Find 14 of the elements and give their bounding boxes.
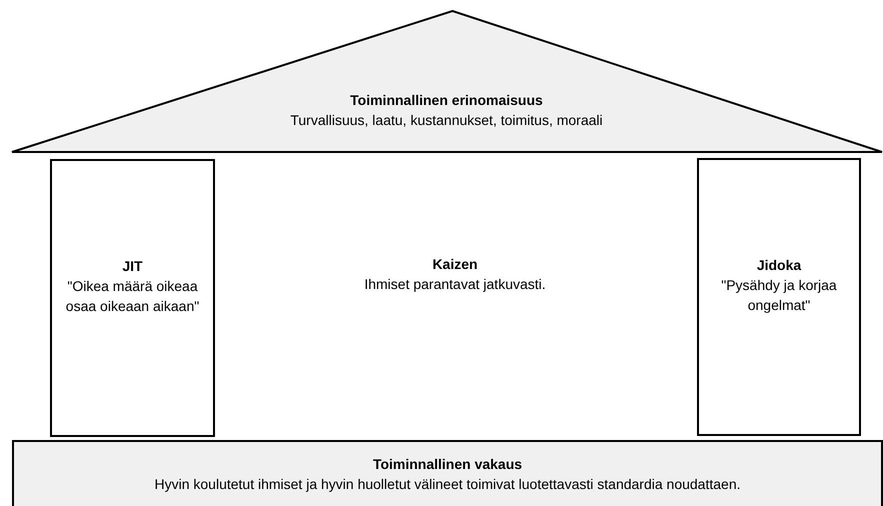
kaizen-title: Kaizen (431, 255, 479, 274)
pillar-box (50, 159, 215, 437)
foundation-title: Toiminnallinen vakaus (372, 455, 524, 474)
pillar-title: Jidoka (756, 256, 802, 275)
roof-text: Turvallisuus, laatu, kustannukset, toimitus, moraali (289, 111, 604, 130)
pillar-text: "Oikea määrä oikeaa osaa oikeaan aikaan" (64, 277, 200, 316)
pillar-title: JIT (121, 257, 144, 276)
roof-shape (10, 10, 883, 153)
roof-title: Toiminnallinen erinomaisuus (349, 91, 544, 110)
pillar-text: "Pysähdy ja korjaa ongelmat" (720, 276, 838, 315)
pillar-box (697, 158, 861, 436)
kaizen-text: Ihmiset parantavat jatkuvasti. (363, 275, 547, 294)
foundation-band (12, 440, 883, 506)
foundation-text: Hyvin koulutetut ihmiset ja hyvin huolletut välineet toimivat luotettavasti standardia noudattaen. (153, 475, 742, 494)
